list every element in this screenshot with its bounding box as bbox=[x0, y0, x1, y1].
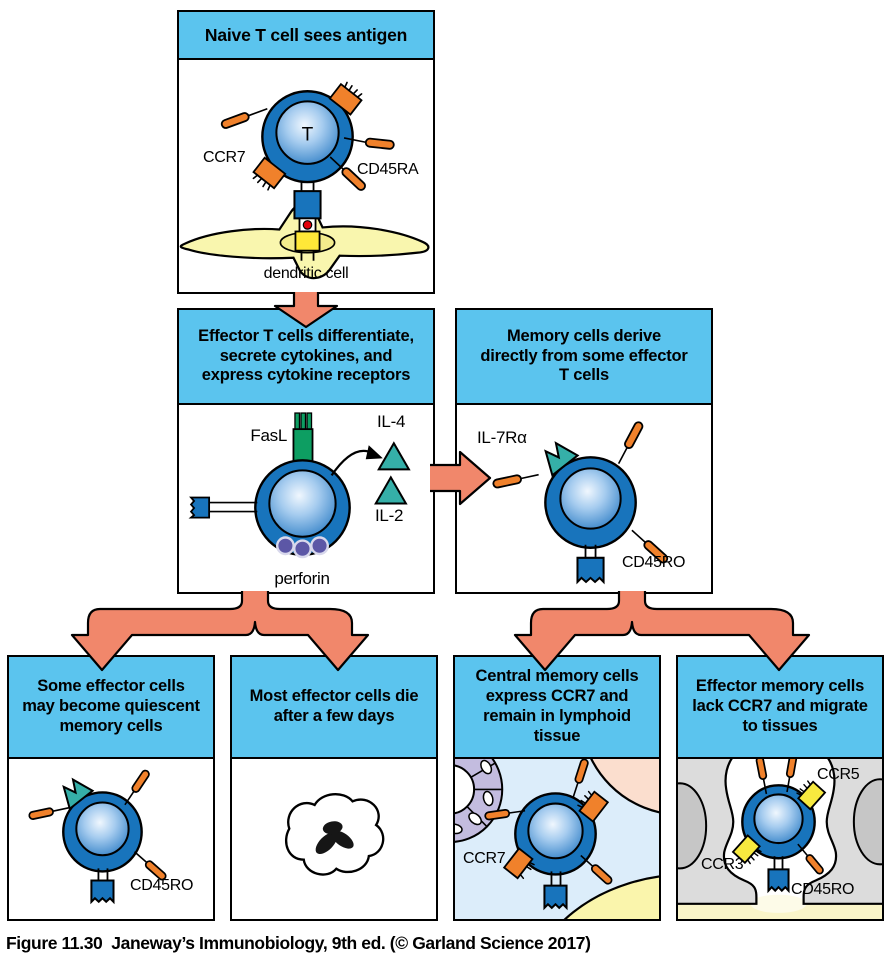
migration-glow bbox=[750, 894, 807, 913]
cytokine-receptor-icon bbox=[188, 496, 258, 519]
arrow-fork-effector-outcomes bbox=[70, 591, 370, 672]
panel-die: Most effector cells die after a few days bbox=[230, 655, 438, 921]
ccr5-receptor-icon bbox=[796, 780, 827, 811]
arrow-naive-to-effector bbox=[273, 292, 339, 329]
ccr7-label: CCR7 bbox=[203, 149, 246, 166]
receptor-rod-icon bbox=[220, 108, 268, 129]
ccr7-receptor-icon bbox=[502, 847, 535, 880]
tcr-molecule-icon bbox=[90, 868, 115, 905]
receptor-rod-icon bbox=[343, 137, 395, 150]
fasl-molecule-icon bbox=[292, 412, 314, 466]
panel-quiescent-header: Some effector cells may become quiescent… bbox=[9, 657, 213, 759]
ccr7-receptor-icon bbox=[577, 790, 610, 823]
naive-t-cell: T bbox=[261, 90, 354, 184]
central-memory-diagram bbox=[455, 759, 659, 919]
panel-effector-body: FasL IL-4 IL-2 perforin bbox=[179, 405, 433, 592]
il7ra-receptor-icon bbox=[62, 777, 95, 811]
cd45ra-receptor-icon bbox=[329, 156, 366, 191]
receptor-rod-icon bbox=[492, 473, 539, 489]
cd45ro-label: CD45RO bbox=[622, 554, 686, 571]
cd45ro-label: CD45RO bbox=[130, 877, 194, 894]
panel-memory-derive: Memory cells derive directly from some e… bbox=[455, 308, 713, 594]
antigen-dot bbox=[302, 220, 313, 230]
perforin-granules-icon bbox=[275, 536, 329, 559]
ccr7-receptor-icon bbox=[328, 81, 363, 116]
ccr3-label: CCR3 bbox=[701, 856, 744, 873]
receptor-rod-icon bbox=[785, 759, 798, 793]
t-cell-label: T bbox=[302, 125, 314, 146]
hev-ring-icon bbox=[455, 759, 504, 843]
panel-central-memory-header: Central memory cells express CCR7 and re… bbox=[455, 657, 659, 759]
tcr-molecule-icon bbox=[767, 856, 790, 894]
ccr5-label: CCR5 bbox=[817, 766, 860, 783]
arrow-effector-to-memory bbox=[430, 450, 492, 506]
panel-naive-title: Naive T cell sees antigen bbox=[204, 24, 408, 45]
panel-quiescent: Some effector cells may become quiescent… bbox=[7, 655, 215, 921]
cd45ro-receptor-icon bbox=[797, 843, 824, 875]
receptor-rod-icon bbox=[617, 421, 644, 464]
ccr7-receptor-icon bbox=[252, 156, 287, 191]
memory-t-cell bbox=[62, 791, 143, 873]
receptor-rod-icon bbox=[28, 806, 69, 820]
panel-naive-header: Naive T cell sees antigen bbox=[179, 12, 433, 60]
dendritic-cell-label: dendritic cell bbox=[263, 265, 349, 282]
ccr3-receptor-icon bbox=[731, 834, 762, 865]
cd45ra-label: CD45RA bbox=[357, 161, 419, 178]
fragmented-nucleus-icon bbox=[315, 821, 354, 855]
panel-effector-memory-header: Effector memory cells lack CCR7 and migr… bbox=[678, 657, 882, 759]
panel-effector: Effector T cells differentiate, secrete … bbox=[177, 308, 435, 594]
effector-memory-t-cell bbox=[741, 784, 816, 860]
panel-memory-derive-header: Memory cells derive directly from some e… bbox=[457, 310, 711, 405]
ccr7-label: CCR7 bbox=[463, 850, 506, 867]
tcr-molecule-icon bbox=[543, 871, 568, 911]
panel-central-memory-body: CCR7 bbox=[455, 759, 659, 919]
quiescent-diagram bbox=[28, 769, 167, 905]
receptor-rod-icon bbox=[124, 769, 150, 806]
panel-quiescent-body: CD45RO bbox=[9, 759, 213, 919]
il4-triangle-icon bbox=[377, 441, 411, 471]
apoptotic-cell-icon bbox=[285, 793, 385, 876]
panel-naive-body: T bbox=[179, 60, 433, 292]
cd45ro-label: CD45RO bbox=[791, 881, 855, 898]
effector-t-cell bbox=[254, 459, 351, 557]
memory-derive-diagram bbox=[492, 421, 669, 585]
figure-caption: Figure 11.30 Janeway’s Immunobiology, 9t… bbox=[6, 933, 591, 953]
memory-t-cell bbox=[544, 456, 637, 549]
il4-label: IL-4 bbox=[377, 412, 406, 431]
fasl-label: FasL bbox=[250, 426, 287, 445]
stromal-cell-pink bbox=[590, 759, 659, 814]
panel-die-header: Most effector cells die after a few days bbox=[232, 657, 436, 759]
receptor-rod-icon bbox=[580, 854, 613, 885]
effector-memory-diagram bbox=[678, 759, 882, 919]
cd45ro-receptor-icon bbox=[133, 851, 167, 881]
panel-effector-memory: Effector memory cells lack CCR7 and migr… bbox=[676, 655, 884, 921]
effector-diagram bbox=[188, 412, 411, 559]
panel-memory-derive-body: IL-7Rα CD45RO bbox=[457, 405, 711, 592]
cd45ro-receptor-icon bbox=[631, 529, 669, 564]
tcr-mhc-complex bbox=[293, 179, 322, 261]
receptor-rod-icon bbox=[484, 809, 526, 821]
receptor-rod-icon bbox=[572, 759, 589, 799]
tcr-molecule bbox=[293, 190, 322, 220]
perforin-label: perforin bbox=[274, 569, 330, 588]
arrow-fork-memory-outcomes bbox=[513, 591, 811, 672]
naive-diagram: T bbox=[179, 81, 430, 280]
mhc-molecule bbox=[294, 230, 321, 252]
stromal-cell-yellow bbox=[563, 875, 659, 919]
il7ra-receptor-icon bbox=[544, 441, 580, 477]
die-diagram bbox=[285, 793, 385, 876]
tissue-cell-nuclei bbox=[678, 778, 882, 870]
il2-label: IL-2 bbox=[375, 506, 404, 525]
panel-central-memory: Central memory cells express CCR7 and re… bbox=[453, 655, 661, 921]
tcr-molecule-icon bbox=[576, 544, 605, 585]
il2-triangle-icon bbox=[374, 475, 408, 505]
secretion-arrow-icon bbox=[330, 445, 383, 477]
il7ra-label: IL-7Rα bbox=[477, 428, 527, 447]
panel-naive: Naive T cell sees antigen bbox=[177, 10, 435, 294]
panel-effector-memory-body: CCR5 CCR3 CD45RO bbox=[678, 759, 882, 919]
receptor-rod-icon bbox=[755, 759, 768, 795]
central-memory-t-cell bbox=[514, 792, 597, 876]
panel-die-body bbox=[232, 759, 436, 919]
